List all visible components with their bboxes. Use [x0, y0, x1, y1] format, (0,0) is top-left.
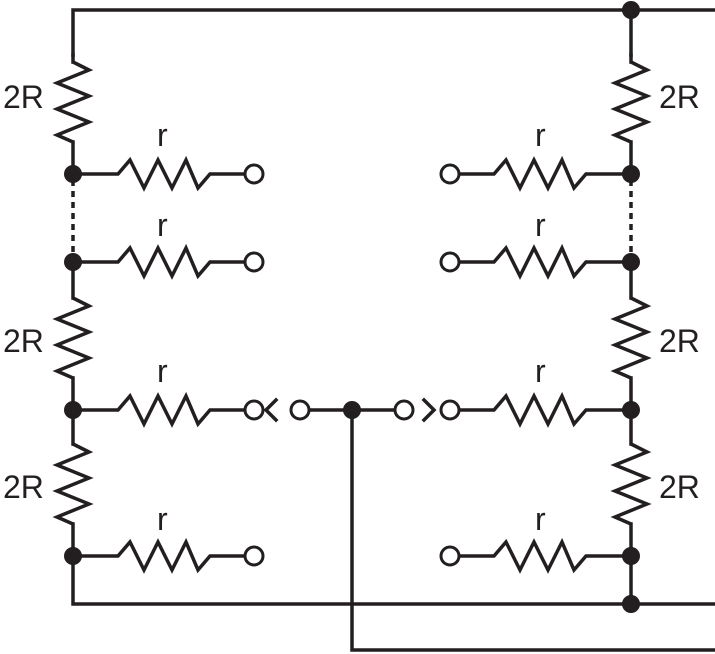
left-terminal-3: [243, 399, 265, 421]
right-2r-resistor-bot: [610, 442, 652, 526]
right-terminal-1: [439, 163, 461, 185]
top-bus-wire: [71, 8, 715, 57]
left-r-branch-1: [73, 155, 244, 192]
junction-node: [64, 165, 82, 183]
right-2r-resistor-mid: [610, 296, 652, 380]
right-r-branch-3: [460, 391, 631, 428]
left-2r-label-bot: 2R: [3, 469, 44, 505]
right-2r-label-mid: 2R: [659, 323, 700, 359]
junction-node: [64, 401, 82, 419]
right-r-branch-2: [460, 243, 631, 280]
switch-left-contact: [289, 399, 311, 421]
junction-node: [622, 401, 640, 419]
left-r-label-1: r: [157, 117, 168, 153]
common-output-wire: [350, 408, 715, 652]
junction-node: [622, 165, 640, 183]
right-r-label-4: r: [535, 501, 546, 537]
right-r-label-3: r: [535, 353, 546, 389]
left-r-branch-4: [73, 537, 244, 574]
left-2r-resistor-bot: [52, 442, 94, 526]
junction-node: [622, 1, 640, 19]
right-2r-label-bot: 2R: [659, 469, 700, 505]
left-2r-label-mid: 2R: [3, 323, 44, 359]
left-2r-resistor-top: [52, 60, 94, 144]
junction-node: [622, 595, 640, 613]
right-r-label-2: r: [535, 207, 546, 243]
left-r-label-4: r: [157, 501, 168, 537]
right-r-branch-4: [460, 537, 631, 574]
left-r-branch-3: [73, 391, 244, 428]
right-r-label-1: r: [535, 117, 546, 153]
switch-right-arrow-icon: [421, 397, 437, 423]
right-terminal-4: [439, 545, 461, 567]
right-terminal-2: [439, 251, 461, 273]
left-2r-resistor-mid: [52, 296, 94, 380]
bottom-left-bus-wire: [71, 556, 715, 606]
left-terminal-2: [243, 251, 265, 273]
left-terminal-4: [243, 545, 265, 567]
right-2r-resistor-top: [610, 60, 652, 144]
right-terminal-3: [439, 399, 461, 421]
left-r-label-3: r: [157, 353, 168, 389]
junction-node: [64, 253, 82, 271]
right-r-branch-1: [460, 155, 631, 192]
left-2r-label-top: 2R: [3, 79, 44, 115]
switch-right-contact: [393, 399, 415, 421]
left-r-label-2: r: [157, 207, 168, 243]
switch-left-arrow-icon: [263, 397, 279, 423]
junction-node: [622, 253, 640, 271]
junction-node: [343, 401, 361, 419]
right-2r-label-top: 2R: [659, 79, 700, 115]
junction-node: [622, 547, 640, 565]
junction-node: [64, 547, 82, 565]
left-r-branch-2: [73, 243, 244, 280]
left-terminal-1: [243, 163, 265, 185]
